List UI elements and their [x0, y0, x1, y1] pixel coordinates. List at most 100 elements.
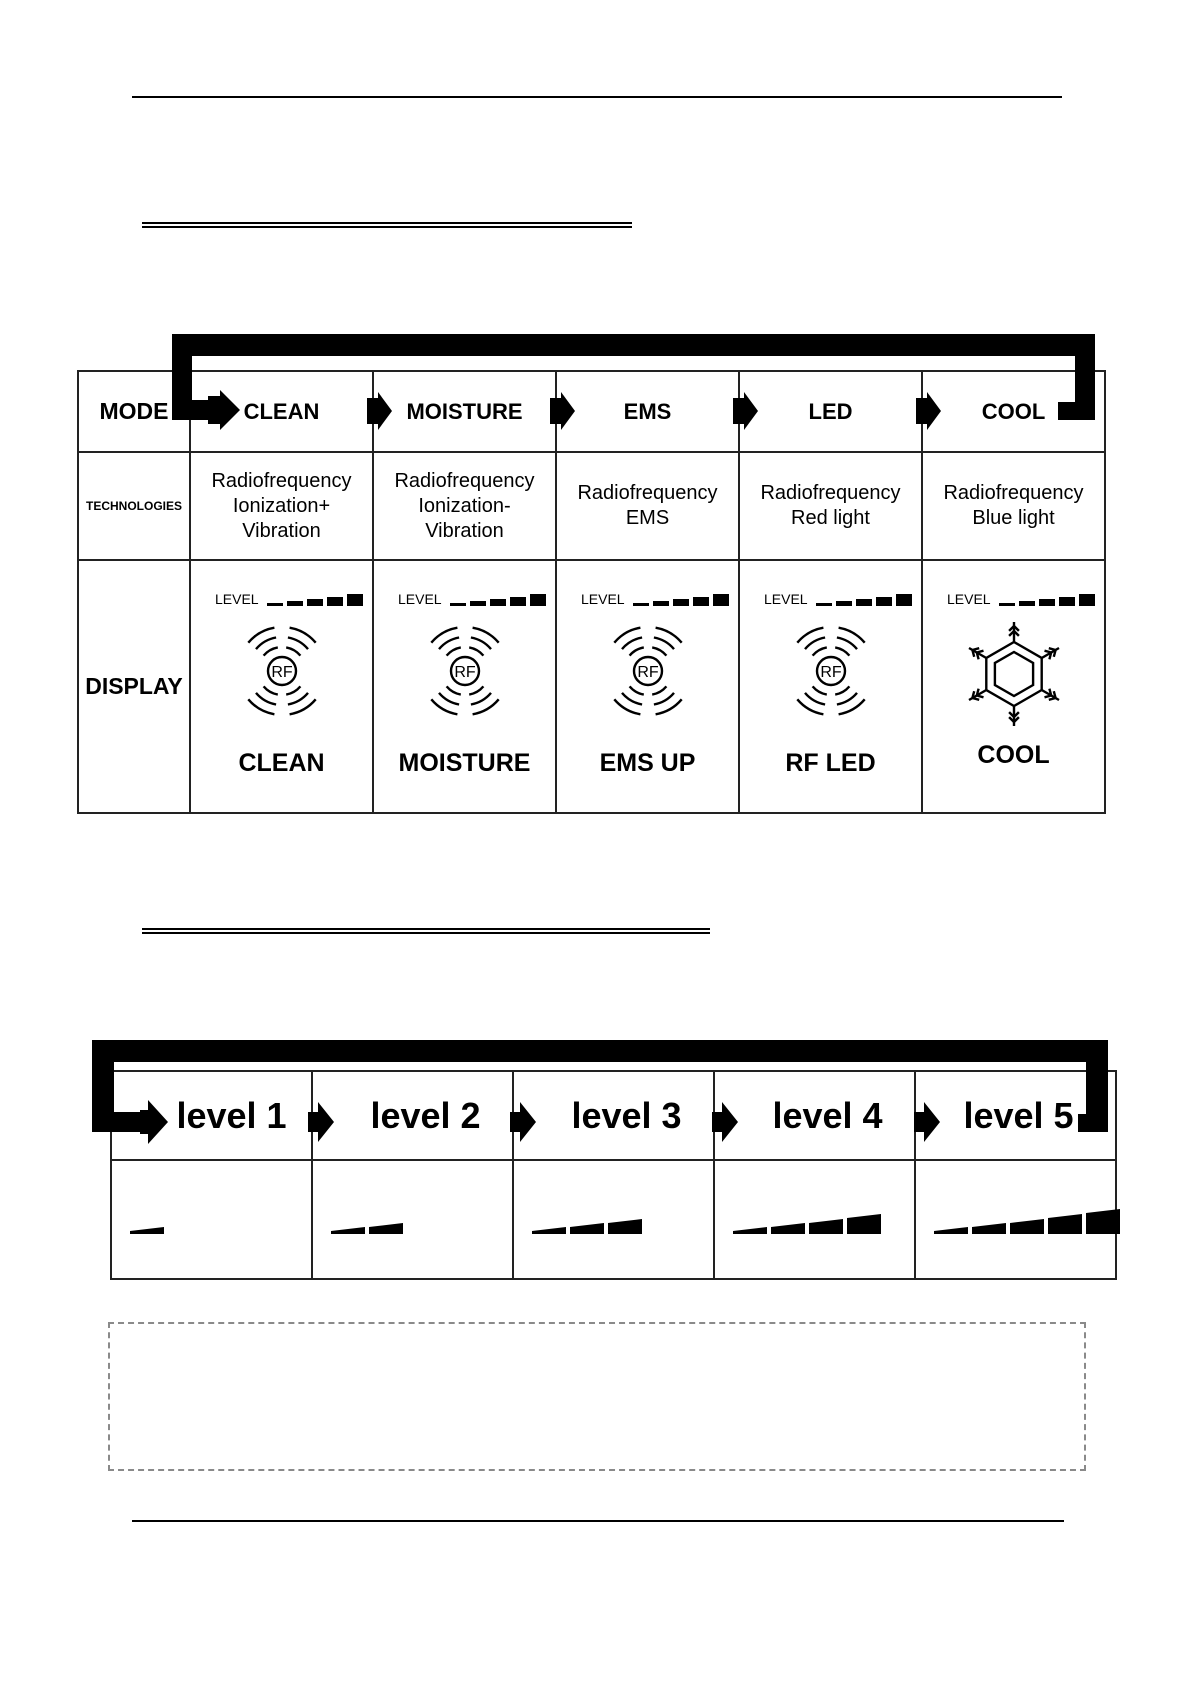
- level-bars-cell: [713, 1159, 916, 1280]
- display-level-bar: [509, 596, 526, 606]
- display-level-bar: [266, 602, 283, 606]
- rf-icon: [429, 626, 500, 715]
- arrow-icon: [308, 1102, 334, 1142]
- display-level-label: LEVEL: [215, 591, 259, 607]
- display-row-label: DISPLAY: [77, 559, 191, 814]
- tech-line: Radiofrequency: [760, 482, 901, 504]
- rf-icon-text: RF: [820, 664, 842, 681]
- level-name: level 1: [176, 1094, 287, 1136]
- arrow-icon: [510, 1102, 536, 1142]
- cycle-bracket-start: [172, 400, 210, 420]
- level-bars-cell: [311, 1159, 514, 1280]
- arrow-icon: [367, 392, 392, 430]
- mode-name: EMS: [623, 398, 672, 424]
- display-mode-label: EMS UP: [599, 749, 696, 777]
- tech-line: Vibration: [242, 519, 321, 542]
- arrow-icon: [208, 390, 240, 430]
- technologies-row-label: TECHNOLOGIES: [77, 451, 191, 561]
- cycle-bracket-end: [1078, 1114, 1108, 1132]
- level-cell: level 4: [713, 1070, 916, 1161]
- level-bars-cell: [110, 1159, 313, 1280]
- rf-icon: [246, 626, 317, 715]
- level-cycle-arrows: [92, 1040, 1108, 1144]
- tech-line: Radiofrequency: [943, 482, 1084, 504]
- rf-icon-text: RF: [271, 664, 293, 681]
- display-level-bar: [652, 600, 669, 606]
- level-cell: level 2: [311, 1070, 514, 1161]
- display-level-label: LEVEL: [581, 591, 625, 607]
- arrow-icon: [140, 1100, 168, 1144]
- mode-name: MOISTURE: [406, 398, 523, 424]
- display-level-bar: [998, 602, 1015, 606]
- level-name: level 3: [571, 1094, 682, 1136]
- note-box: [108, 1322, 1086, 1471]
- level-name: level 2: [370, 1094, 481, 1136]
- display-level-label: LEVEL: [398, 591, 442, 607]
- display-level-bar: [632, 602, 649, 606]
- level-cell: level 3: [512, 1070, 715, 1161]
- display-mode-label: MOISTURE: [398, 749, 531, 777]
- display-level-bar: [306, 598, 323, 606]
- level-table: level 1 level 2 level 3 level 4 level 5: [110, 1070, 1120, 1280]
- tech-line: Radiofrequency: [577, 482, 718, 504]
- rf-display-graphic: LEVEL RF: [215, 591, 363, 715]
- display-level-bar: [1038, 598, 1055, 606]
- mode-name: CLEAN: [243, 398, 320, 424]
- arrow-icon: [733, 392, 758, 430]
- mode-name: COOL: [981, 398, 1046, 424]
- level-bars-cell: [512, 1159, 715, 1280]
- tech-line: Radiofrequency: [211, 469, 352, 492]
- display-level-bar: [895, 593, 912, 606]
- cycle-bracket-left: [92, 1040, 114, 1132]
- level-bar: [847, 1213, 881, 1234]
- cycle-bracket-right: [1075, 334, 1095, 420]
- mode-name: LED: [808, 398, 853, 424]
- level-bar: [570, 1222, 604, 1234]
- cycle-bracket-top: [92, 1040, 1108, 1062]
- cycle-bracket-top: [172, 334, 1095, 356]
- tech-line: EMS: [625, 507, 670, 529]
- section-title-rule-1: [142, 222, 632, 228]
- rf-icon: [612, 626, 683, 715]
- cycle-bracket-end: [1058, 402, 1095, 420]
- mode-table: MODE CLEAN MOISTURE EMS LED COOL TECHNOL…: [77, 370, 1106, 814]
- level-bars-graphic: [130, 1226, 164, 1234]
- display-mode-label: RF LED: [785, 749, 876, 777]
- level-bars-graphic: [733, 1213, 881, 1234]
- display-cell: LEVEL COOL: [921, 559, 1106, 814]
- tech-line: Vibration: [425, 519, 504, 542]
- level-bars-graphic: [532, 1218, 642, 1234]
- level-bar: [771, 1222, 805, 1234]
- arrow-icon: [916, 392, 941, 430]
- footer-rule: [132, 1520, 1064, 1522]
- level-bar: [809, 1218, 843, 1234]
- level-bar: [331, 1226, 365, 1234]
- display-level-bar: [326, 596, 343, 606]
- display-level-bar: [346, 593, 363, 606]
- display-mode-label: COOL: [977, 741, 1050, 769]
- display-level-bar: [1018, 600, 1035, 606]
- tech-line: Ionization+: [232, 494, 331, 517]
- display-level-bar: [489, 598, 506, 606]
- level-bars-graphic: [331, 1222, 403, 1234]
- level-bar: [532, 1226, 566, 1234]
- level-name: level 4: [772, 1094, 883, 1136]
- cycle-bracket-left: [172, 334, 192, 420]
- level-bars-row: [110, 1159, 1120, 1280]
- level-bar: [1086, 1208, 1120, 1234]
- snowflake-icon: [967, 621, 1060, 726]
- level-bar: [934, 1226, 968, 1234]
- cool-display-graphic: LEVEL: [947, 591, 1095, 726]
- display-level-bar: [672, 598, 689, 606]
